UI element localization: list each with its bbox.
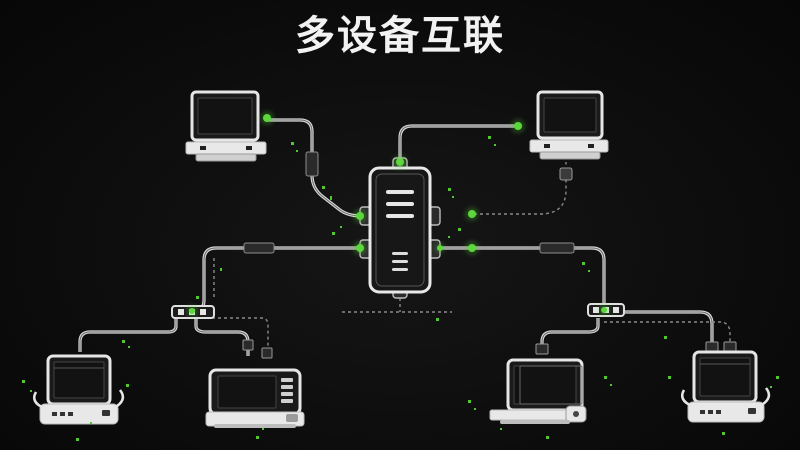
monitor-icon xyxy=(489,358,587,424)
central-hub-icon xyxy=(359,157,441,299)
monitor-icon xyxy=(32,354,125,425)
connection-dot xyxy=(465,207,479,221)
connection-dot xyxy=(353,209,367,223)
diagram-title: 多设备互联 xyxy=(295,13,505,59)
cable-right-splitter-to-monitor-1 xyxy=(535,318,600,355)
connection-indicators xyxy=(186,111,610,317)
connection-dot xyxy=(393,155,407,169)
cable-left-splitter-to-monitor-1 xyxy=(78,318,178,352)
connection-dot xyxy=(465,241,479,255)
cable-top-right xyxy=(398,124,516,162)
connection-dot xyxy=(186,305,198,317)
signal-particles xyxy=(22,136,779,441)
cable-left-splitter-to-monitor-2 xyxy=(194,318,254,356)
cables xyxy=(78,118,737,359)
dashed-link-top-right xyxy=(474,162,567,215)
connection-dot xyxy=(598,304,610,316)
connection-dot xyxy=(353,241,367,255)
cable-hub-to-right-splitter xyxy=(438,242,606,305)
monitor-icon xyxy=(680,350,771,423)
usb-plug-icon xyxy=(559,167,573,181)
laptop-icon xyxy=(185,90,267,162)
laptop-icon xyxy=(529,90,609,160)
cable-top-left xyxy=(268,118,363,218)
connection-dot xyxy=(260,111,274,125)
connection-dot xyxy=(435,243,445,253)
cable-right-splitter-to-monitor-2 xyxy=(616,310,714,350)
monitor-icon xyxy=(205,368,305,428)
connection-dot xyxy=(511,119,525,133)
